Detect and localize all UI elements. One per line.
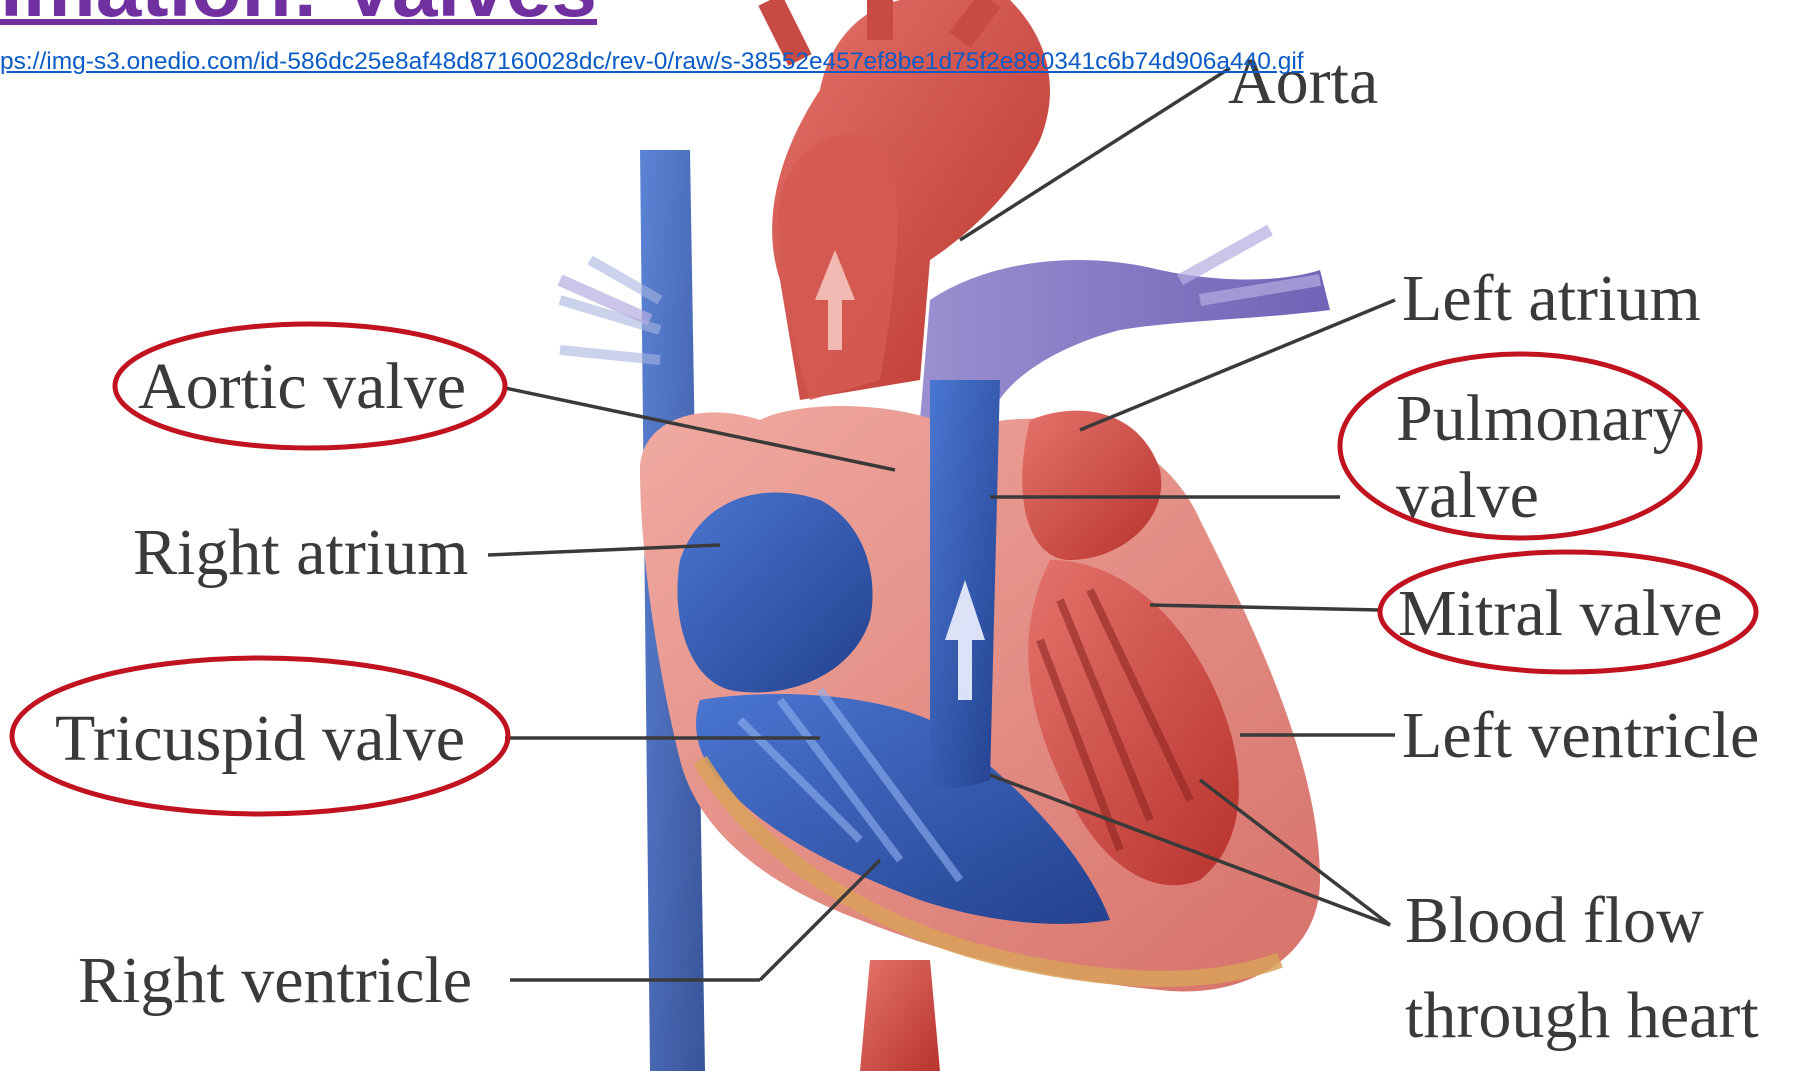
label-pulmonary-line2: valve <box>1396 459 1539 532</box>
label-tricuspid-valve: Tricuspid valve <box>55 702 465 775</box>
label-aortic-valve: Aortic valve <box>138 350 466 423</box>
label-pulmonary-line1: Pulmonary <box>1396 382 1686 455</box>
label-right-atrium: Right atrium <box>133 516 468 589</box>
source-link[interactable]: ps://img-s3.onedio.com/id-586dc25e8af48d… <box>0 48 1304 76</box>
label-mitral-valve: Mitral valve <box>1398 577 1722 650</box>
label-right-ventricle: Right ventricle <box>78 944 472 1017</box>
label-blood-flow-line1: Blood flow <box>1405 884 1704 957</box>
heart-illustration <box>560 0 1330 1071</box>
label-left-atrium: Left atrium <box>1402 262 1701 335</box>
label-left-ventricle: Left ventricle <box>1402 699 1759 772</box>
label-blood-flow-line2: through heart <box>1405 979 1759 1052</box>
